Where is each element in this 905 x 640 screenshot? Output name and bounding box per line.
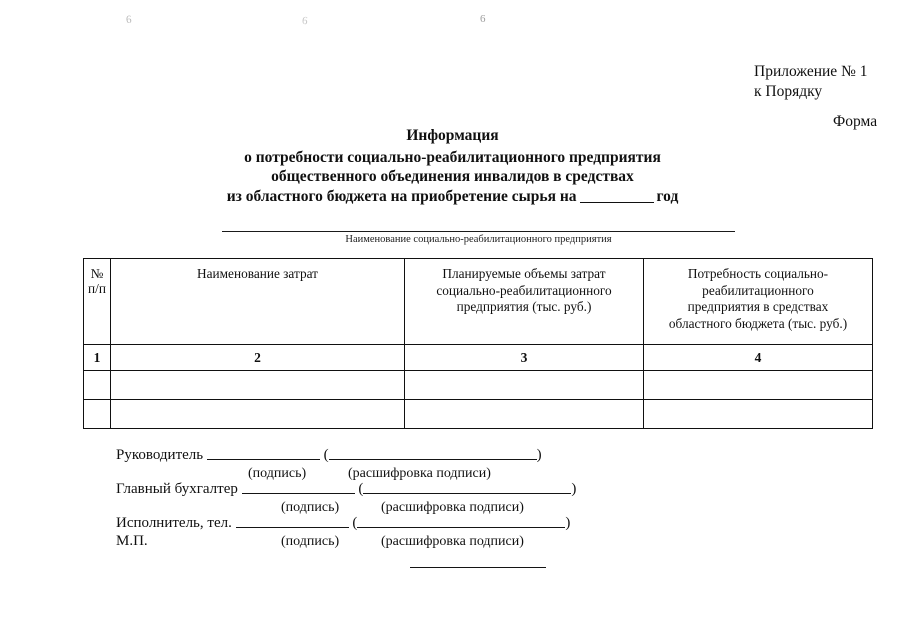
header-line: предприятия в средствах: [687, 299, 829, 314]
year-blank-field[interactable]: [579, 201, 654, 203]
column-number-cell: 2: [110, 344, 405, 371]
stamp-place-label: М.П.: [116, 533, 148, 549]
table-row: [83, 399, 873, 429]
decoding-caption-executor: (расшифровка подписи): [381, 534, 524, 549]
table-cell-number[interactable]: [83, 370, 111, 400]
signature-label-executor: Исполнитель, тел.: [116, 515, 232, 531]
signature-blank-accountant[interactable]: [241, 493, 355, 494]
title-line-4-after: год: [656, 187, 679, 205]
table-header-number: № п/п: [83, 258, 111, 345]
signature-caption-accountant: (подпись): [281, 500, 340, 515]
decoding-blank-executor[interactable]: [357, 527, 566, 528]
header-line: областного бюджета (тыс. руб.): [668, 315, 848, 331]
decoding-blank-accountant[interactable]: [363, 493, 572, 494]
signature-row-executor: Исполнитель, тел. (): [116, 515, 570, 535]
header-line: предприятия (тыс. руб.): [456, 299, 592, 314]
costs-table: № п/п Наименование затрат Планируемые об…: [83, 258, 873, 429]
table-header-budget-need: Потребность социально- реабилитационного…: [643, 258, 873, 345]
column-number-cell: 1: [83, 344, 111, 371]
appendix-order: к Порядку: [754, 83, 823, 100]
footer-blank-rule[interactable]: [410, 567, 546, 568]
table-cell-budget-need[interactable]: [643, 370, 873, 400]
title-line-4-before: из областного бюджета на приобретение сы…: [226, 187, 577, 205]
column-number-cell: 3: [404, 344, 644, 371]
table-cell-number[interactable]: [83, 399, 111, 429]
signature-row-head: Руководитель (): [116, 447, 542, 467]
signature-label-accountant: Главный бухгалтер: [116, 481, 238, 497]
header-line: №: [90, 266, 104, 281]
header-line: п/п: [88, 281, 106, 296]
table-cell-budget-need[interactable]: [643, 399, 873, 429]
scan-artifact-group: 6 6 6: [0, 0, 905, 36]
column-number-cell: 4: [643, 344, 873, 371]
enterprise-name-blank-field[interactable]: [222, 231, 735, 232]
appendix-reference: Приложение № 1 к Порядку: [754, 62, 867, 102]
header-line: социально-реабилитационного: [436, 282, 612, 298]
table-cell-cost-name[interactable]: [110, 370, 405, 400]
table-row: [83, 370, 873, 400]
table-column-number-row: 1 2 3 4: [83, 344, 873, 371]
table-cell-planned-volume[interactable]: [404, 370, 644, 400]
header-line: Наименование затрат: [197, 266, 318, 281]
signature-blank-head[interactable]: [206, 459, 320, 460]
title-line-2: о потребности социально-реабилитационног…: [244, 148, 661, 166]
table-header-row: № п/п Наименование затрат Планируемые об…: [83, 258, 873, 345]
close-paren: ): [571, 481, 577, 497]
scan-artifact-mark: 6: [301, 14, 309, 28]
title-line-4: из областного бюджета на приобретение сы…: [0, 187, 905, 207]
decoding-blank-head[interactable]: [328, 459, 537, 460]
signature-label-head: Руководитель: [116, 447, 204, 463]
appendix-number: Приложение № 1: [754, 63, 868, 80]
header-line: Планируемые объемы затрат: [442, 266, 606, 281]
table-cell-planned-volume[interactable]: [404, 399, 644, 429]
scan-artifact-mark: 6: [480, 13, 486, 25]
open-paren: (: [323, 447, 329, 463]
open-paren: (: [352, 515, 358, 531]
header-line: Потребность социально-: [687, 266, 829, 281]
signature-caption-executor: (подпись): [281, 534, 340, 549]
close-paren: ): [536, 447, 542, 463]
signature-caption-head: (подпись): [248, 466, 307, 481]
close-paren: ): [565, 515, 571, 531]
open-paren: (: [358, 481, 364, 497]
scan-artifact-mark: 6: [125, 13, 132, 27]
form-label: Форма: [833, 113, 878, 130]
decoding-caption-head: (расшифровка подписи): [348, 466, 491, 481]
signature-row-accountant: Главный бухгалтер (): [116, 481, 576, 501]
title-line-3: общественного объединения инвалидов в ср…: [271, 168, 634, 185]
signature-blank-executor[interactable]: [235, 527, 349, 528]
enterprise-name-caption: Наименование социально-реабилитационного…: [345, 234, 612, 245]
decoding-caption-accountant: (расшифровка подписи): [381, 500, 524, 515]
title-line-1: Информация: [406, 127, 499, 144]
table-header-cost-name: Наименование затрат: [110, 258, 405, 345]
table-cell-cost-name[interactable]: [110, 399, 405, 429]
table-header-planned-volumes: Планируемые объемы затрат социально-реаб…: [404, 258, 644, 345]
header-line: реабилитационного: [702, 282, 814, 298]
page-title: Информация о потребности социально-реаби…: [0, 126, 905, 206]
